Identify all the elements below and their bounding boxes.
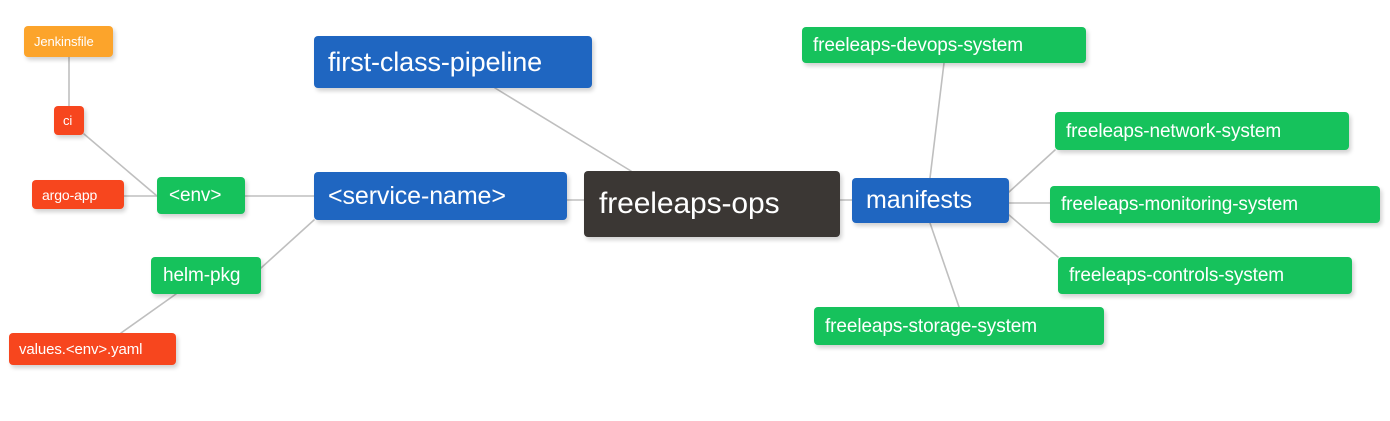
mindmap-node-label: freeleaps-controls-system [1069,265,1285,286]
mindmap-node-label: ci [63,113,73,128]
mindmap-node-label: <service-name> [328,181,506,210]
mindmap-node-argo-app[interactable]: argo-app [32,180,124,209]
mindmap-node-label: freeleaps-storage-system [825,315,1037,337]
mindmap-node-freeleaps-ops[interactable]: freeleaps-ops [584,171,840,237]
mindmap-node-env[interactable]: <env> [157,177,245,214]
mindmap-edge-manifests-to-freeleaps-storage-system [929,222,960,308]
mindmap-node-manifests[interactable]: manifests [852,178,1009,223]
mindmap-node-freeleaps-controls-system[interactable]: freeleaps-controls-system [1058,257,1352,294]
mindmap-node-label: Jenkinsfile [34,34,94,49]
mindmap-node-jenkinsfile[interactable]: Jenkinsfile [24,26,113,57]
mindmap-node-label: freeleaps-ops [599,187,780,220]
mindmap-node-ci[interactable]: ci [54,106,84,135]
mindmap-node-label: manifests [866,186,973,214]
mindmap-node-freeleaps-storage-system[interactable]: freeleaps-storage-system [814,307,1104,345]
mindmap-node-label: first-class-pipeline [328,46,543,77]
mindmap-node-freeleaps-devops-system[interactable]: freeleaps-devops-system [802,27,1086,63]
mindmap-node-label: freeleaps-monitoring-system [1061,194,1298,215]
mindmap-edge-helm-pkg-to-values-env-yaml [120,293,177,334]
mindmap-edge-first-class-pipeline-to-freeleaps-ops [494,87,632,172]
mindmap-node-first-class-pipeline[interactable]: first-class-pipeline [314,36,592,88]
mindmap-node-service-name[interactable]: <service-name> [314,172,567,220]
mindmap-node-helm-pkg[interactable]: helm-pkg [151,257,261,294]
mindmap-node-freeleaps-network-system[interactable]: freeleaps-network-system [1055,112,1349,150]
mindmap-edge-manifests-to-freeleaps-network-system [1008,149,1056,193]
mindmap-edge-manifests-to-freeleaps-devops-system [929,62,945,179]
mindmap-node-label: <env> [169,185,222,206]
mindmap-node-label: freeleaps-devops-system [813,34,1023,56]
mindmap-node-label: helm-pkg [163,265,241,286]
mindmap-node-label: values.<env>.yaml [19,340,143,358]
mindmap-node-values-env-yaml[interactable]: values.<env>.yaml [9,333,176,365]
mindmap-node-label: freeleaps-network-system [1066,120,1282,142]
mindmap-node-label: argo-app [42,186,98,203]
mindmap-node-freeleaps-monitoring-system[interactable]: freeleaps-monitoring-system [1050,186,1380,223]
mindmap-edge-service-name-to-helm-pkg [260,219,315,269]
